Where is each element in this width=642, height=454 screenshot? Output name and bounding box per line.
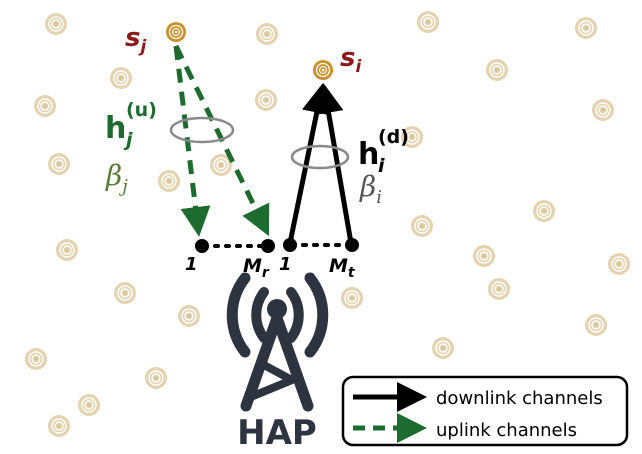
sensor-node-icon xyxy=(114,282,136,304)
sensor-node-icon xyxy=(56,239,78,261)
label-beta-j: βj xyxy=(105,159,128,197)
legend: downlink channels uplink channels xyxy=(341,375,629,447)
legend-uplink-label: uplink channels xyxy=(436,420,577,441)
sensor-node-icon xyxy=(210,154,232,176)
sensor-node-icon xyxy=(45,13,67,35)
sensor-node-icon xyxy=(145,367,167,389)
downlink-channel-ellipse xyxy=(290,144,350,170)
label-h-uplink-sub: j xyxy=(123,129,133,151)
sensor-node-icon xyxy=(25,348,47,370)
sensor-node-icon xyxy=(78,394,100,416)
label-h-uplink: h xyxy=(105,111,126,146)
sensor-s-i xyxy=(313,60,333,80)
uplink-arrow-1 xyxy=(173,45,211,237)
label-tx-last: Mt xyxy=(329,255,356,281)
sensor-s-j xyxy=(166,22,186,42)
sensor-node-icon xyxy=(178,305,200,327)
sensor-node-icon xyxy=(417,11,439,33)
label-h-downlink-sup: (d) xyxy=(378,126,409,148)
uplink-arrow-2 xyxy=(173,44,270,237)
sensor-node-icon xyxy=(110,67,132,89)
label-tx-first: 1 xyxy=(279,254,292,275)
label-h-downlink: h xyxy=(358,137,379,172)
label-s-i: si xyxy=(340,43,362,77)
legend-downlink-label: downlink channels xyxy=(436,388,603,409)
hap-label: HAP xyxy=(237,413,317,453)
sensor-node-icon xyxy=(432,337,454,359)
sensor-node-icon xyxy=(256,23,278,45)
label-beta-i: βi xyxy=(359,170,382,208)
transmit-antenna-array xyxy=(283,238,359,252)
hap-tower-icon xyxy=(226,272,329,412)
sensor-node-icon xyxy=(48,153,70,175)
sensor-node-icon xyxy=(48,415,70,437)
sensor-node-icon xyxy=(411,215,433,237)
label-s-j: sj xyxy=(125,23,147,57)
sensor-node-icon xyxy=(401,126,423,148)
uplink-channel-ellipse xyxy=(169,116,235,144)
sensor-node-icon xyxy=(255,89,277,111)
sensor-node-icon xyxy=(158,170,180,192)
label-rx-last: Mr xyxy=(243,255,270,281)
downlink-arrow-2 xyxy=(313,83,354,244)
sensor-node-icon xyxy=(592,99,614,121)
sensor-node-icon xyxy=(473,245,495,267)
sensor-node-icon xyxy=(486,59,508,81)
receive-antenna-array xyxy=(195,239,275,253)
sensor-node-icon xyxy=(585,314,607,336)
label-h-uplink-sup: (u) xyxy=(126,99,157,121)
sensor-node-icon xyxy=(608,253,630,275)
sensor-node-icon xyxy=(341,287,363,309)
sensor-node-icon xyxy=(575,17,597,39)
label-rx-first: 1 xyxy=(185,254,198,275)
sensor-node-icon xyxy=(488,278,510,300)
sensor-node-icon xyxy=(34,95,56,117)
label-h-downlink-sub: i xyxy=(378,155,385,177)
sensor-node-icon xyxy=(533,200,555,222)
background-sensors xyxy=(25,11,630,437)
